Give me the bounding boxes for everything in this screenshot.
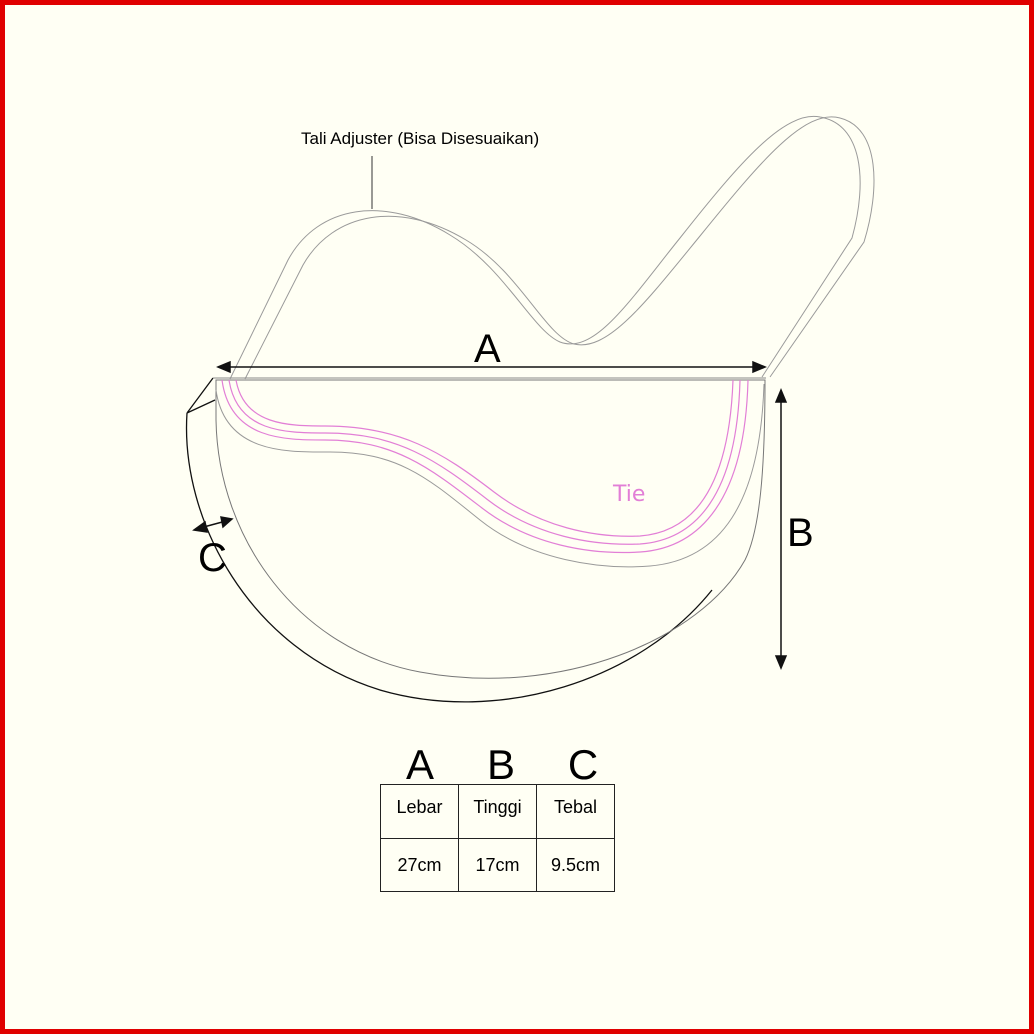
table-value-row: 27cm 17cm 9.5cm bbox=[380, 838, 615, 892]
table-letter-row: A B C bbox=[381, 741, 616, 788]
brand-logo: Tie bbox=[613, 482, 646, 507]
pink-trim bbox=[221, 379, 749, 554]
width-dimension-arrow bbox=[216, 360, 767, 374]
value-thickness: 9.5cm bbox=[536, 838, 615, 892]
dimension-label-c: C bbox=[198, 536, 227, 580]
height-dimension-arrow bbox=[774, 388, 788, 670]
strap-label: Tali Adjuster (Bisa Disesuaikan) bbox=[301, 129, 540, 148]
thickness-dimension-arrow bbox=[192, 516, 234, 533]
value-height: 17cm bbox=[458, 838, 537, 892]
size-table: Lebar Tinggi Tebal 27cm 17cm 9.5cm bbox=[380, 784, 615, 892]
header-thickness: Tebal bbox=[536, 784, 615, 839]
flap-outline bbox=[215, 383, 765, 568]
adjustable-strap bbox=[229, 115, 875, 380]
table-letter-c: C bbox=[567, 741, 599, 788]
table-letter-b: B bbox=[486, 741, 515, 788]
table-letter-a: A bbox=[405, 741, 434, 788]
table-header-row: Lebar Tinggi Tebal bbox=[380, 784, 615, 839]
bag-back-outline bbox=[185, 377, 713, 703]
value-width: 27cm bbox=[380, 838, 459, 892]
dimension-label-b: B bbox=[787, 511, 814, 555]
dimension-label-a: A bbox=[474, 327, 501, 371]
header-width: Lebar bbox=[380, 784, 459, 839]
header-height: Tinggi bbox=[458, 784, 537, 839]
bag-front-outline bbox=[215, 379, 766, 679]
